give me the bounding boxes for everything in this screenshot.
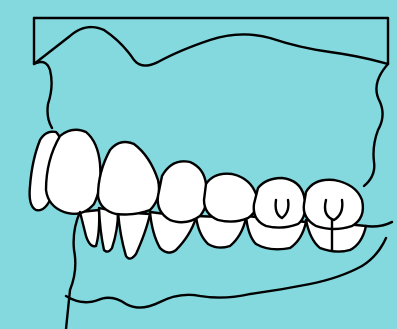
upper-tooth-second-molar bbox=[304, 180, 363, 229]
upper-tooth-first-molar bbox=[254, 178, 305, 228]
upper-tooth-first-premolar bbox=[158, 161, 207, 222]
